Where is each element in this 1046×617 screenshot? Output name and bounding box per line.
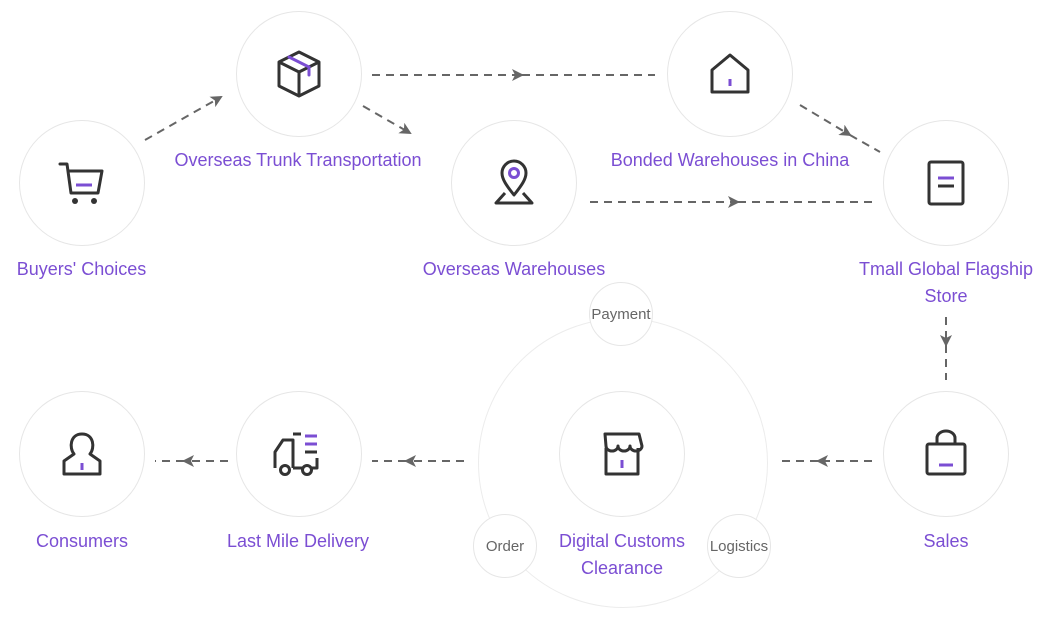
overseas-trunk-label: Overseas Trunk Transportation — [174, 150, 422, 170]
arrow-bonded-to-tmall-cont — [849, 134, 881, 153]
delivery-truck-icon — [273, 432, 319, 476]
tmall-store-label-line1: Tmall Global Flagship — [858, 259, 1034, 279]
digital-customs-label-line2: Clearance — [580, 558, 664, 578]
shopping-bag-icon — [925, 429, 967, 476]
order-circle: Order — [473, 514, 537, 578]
person-icon — [62, 432, 102, 476]
package-box-icon — [277, 50, 321, 98]
arrow-buyers-to-trunk — [144, 96, 223, 141]
node-tmall-store — [883, 120, 1009, 246]
last-mile-label: Last Mile Delivery — [226, 531, 370, 551]
arrow-trunk-to-warehouses — [362, 105, 412, 134]
node-bonded-warehouses — [667, 11, 793, 137]
buyers-choices-label: Buyers' Choices — [16, 259, 147, 279]
bonded-warehouses-label: Bonded Warehouses in China — [610, 150, 850, 170]
document-icon — [927, 160, 965, 206]
node-digital-customs — [559, 391, 685, 517]
arrow-bonded-to-tmall — [799, 104, 852, 137]
node-consumers — [19, 391, 145, 517]
digital-customs-label: Digital Customs Clearance — [532, 528, 712, 582]
overseas-warehouses-label: Overseas Warehouses — [422, 259, 606, 279]
logistics-label: Logistics — [709, 537, 769, 555]
tmall-store-label: Tmall Global Flagship Store — [836, 256, 1046, 310]
payment-label: Payment — [591, 305, 651, 323]
order-label: Order — [485, 537, 525, 555]
payment-circle: Payment — [589, 282, 653, 346]
sales-label: Sales — [923, 531, 969, 551]
node-buyers-choices — [19, 120, 145, 246]
node-last-mile — [236, 391, 362, 517]
digital-customs-label-line1: Digital Customs — [558, 531, 686, 551]
consumers-label: Consumers — [35, 531, 129, 551]
node-overseas-warehouses — [451, 120, 577, 246]
node-sales — [883, 391, 1009, 517]
tmall-store-label-line2: Store — [924, 286, 968, 306]
location-pin-icon — [494, 159, 534, 205]
shopping-cart-icon — [58, 162, 104, 204]
node-overseas-trunk — [236, 11, 362, 137]
storefront-icon — [603, 432, 644, 476]
house-icon — [710, 53, 750, 94]
logistics-circle: Logistics — [707, 514, 771, 578]
